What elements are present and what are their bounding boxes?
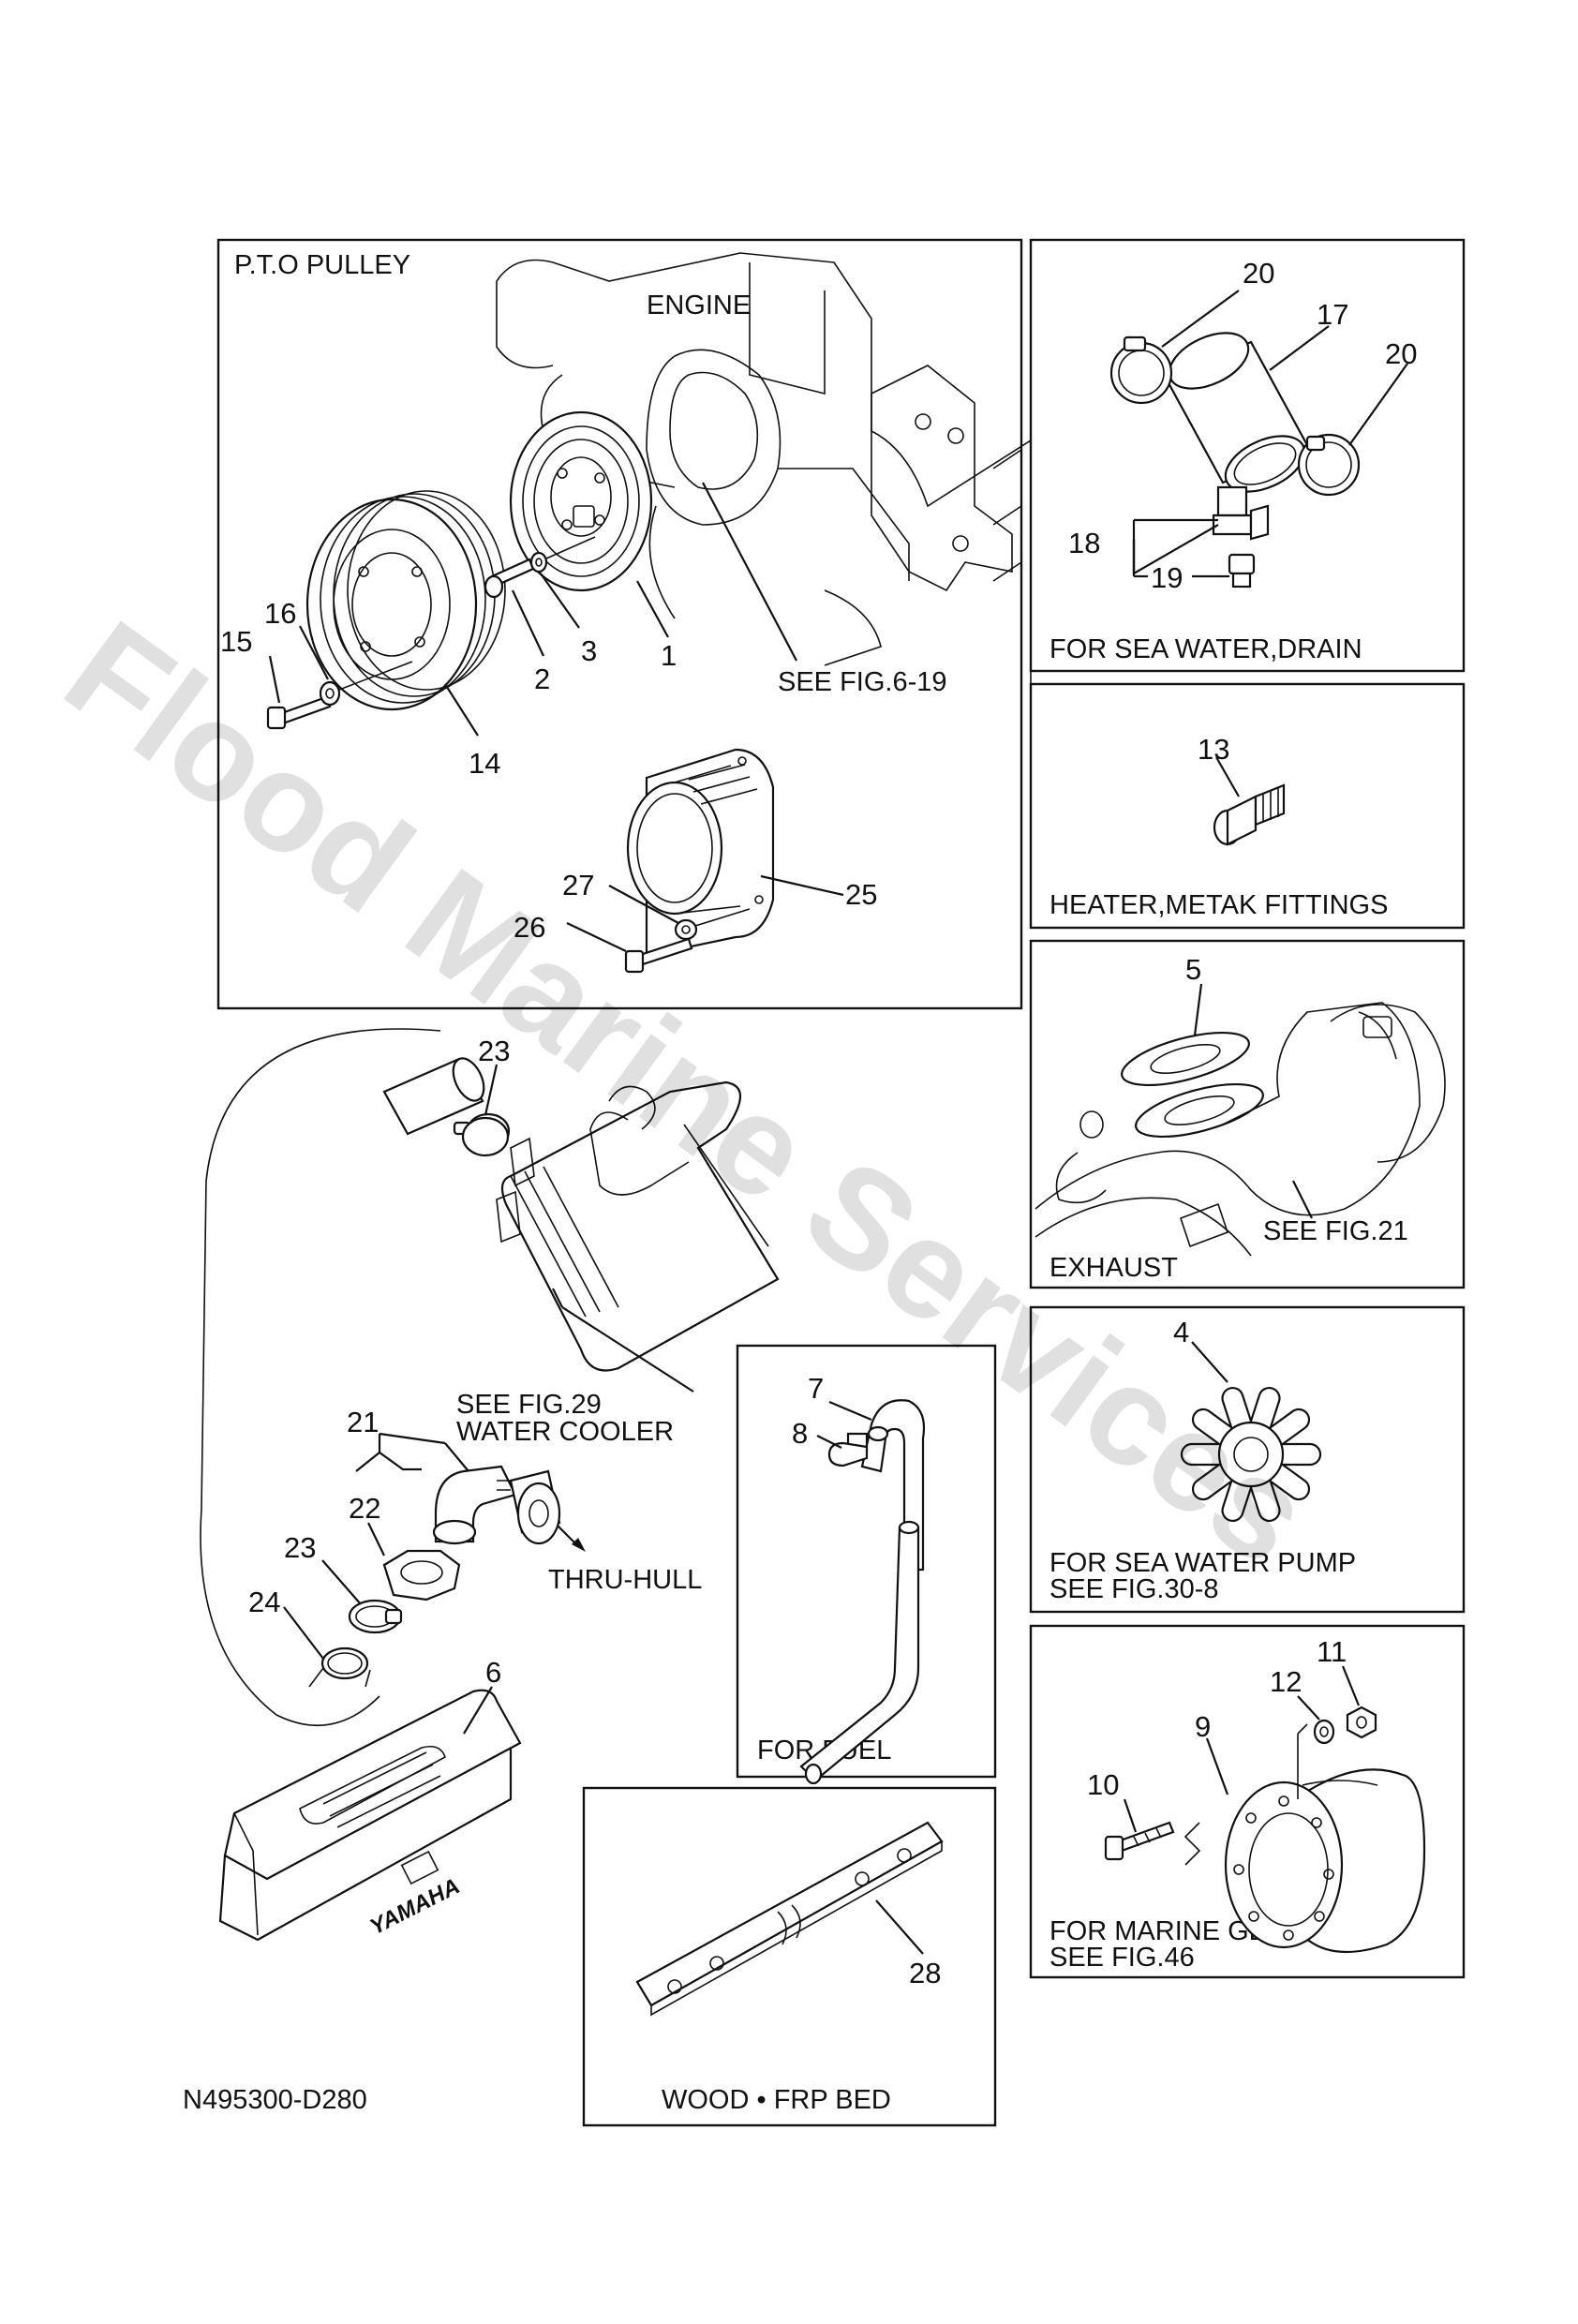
panel-pump-frame [1029,1305,1466,1614]
panel-gear-frame [1029,1624,1466,1979]
panel-sea-water-drain: FOR SEA WATER,DRAIN [1029,238,1466,673]
callout-19: 19 [1151,561,1183,594]
callout-28: 28 [909,1957,941,1989]
water-cooler-area: SEE FIG.29 WATER COOLER THRU-HULL [200,1028,780,1726]
callout-2: 2 [534,663,550,695]
panel-heater-fittings: HEATER,METAK FITTINGS 13 [1029,682,1466,930]
toolbox-brand: YAMAHA [365,1873,464,1940]
drain-leaders [1132,290,1408,578]
impeller-bore [1233,1437,1269,1472]
panel-exhaust: EXHAUST SEE FIG.21 5 [1029,939,1466,1289]
cooler-ref-line1: SEE FIG.29 [456,1390,602,1420]
panel-heater-frame [1029,682,1466,930]
bed-bracket-drawing [635,1821,944,2017]
bed-caption: WOOD • FRP BED [662,2085,891,2115]
callout-12: 12 [1270,1665,1302,1698]
callout-4: 4 [1173,1316,1189,1348]
cooler-ref-line2: WATER COOLER [456,1417,674,1447]
panel-exhaust-frame [1029,939,1466,1289]
panel-fuel-frame [736,1344,997,1779]
callout-24: 24 [248,1586,280,1618]
callout-27: 27 [562,869,594,901]
drain-hose-drawing [1109,332,1361,588]
crank-pulley-drawing [509,410,653,592]
exhaust-caption: EXHAUST [1050,1253,1178,1283]
heater-fitting-drawing [1213,756,1286,846]
callout-23-top: 23 [478,1035,510,1067]
impeller-drawing [1180,1386,1322,1523]
toolbox: YAMAHA 6 [218,1656,522,1942]
panel-drain-frame [1029,238,1466,673]
bolt-15-washer-16-drawing [266,661,413,730]
engine-block-drawing [496,252,1032,750]
callout-23-bottom: 23 [284,1531,316,1564]
callout-21: 21 [347,1406,379,1438]
callout-26: 26 [514,911,545,944]
pump-caption-line1: FOR SEA WATER PUMP [1050,1548,1356,1578]
heater-caption: HEATER,METAK FITTINGS [1050,890,1388,920]
impeller-hub [1217,1421,1285,1488]
callout-16: 16 [264,597,296,630]
gear-caption-line2: SEE FIG.46 [1050,1943,1195,1973]
cooler-leaders [283,1064,694,1660]
pto-ref-label: SEE FIG.6-19 [778,667,947,697]
callout-7: 7 [808,1372,824,1405]
drawing-code: N495300-D280 [183,2085,367,2115]
pto-pulley-drawing [305,490,506,711]
callout-11: 11 [1317,1635,1347,1668]
panel-bed-frame [582,1786,997,2127]
callout-20-left: 20 [1243,257,1274,290]
panel-pto-pulley-frame [216,238,1023,1010]
callout-1: 1 [661,639,677,672]
panel-pto-pulley: P.T.O PULLEY ENGINE SEE FIG.6-19 [216,238,1032,1010]
gear-flange-drawing [1104,1706,1426,1954]
fuel-hose-drawing [799,1399,926,1785]
callout-25: 25 [845,878,877,911]
callout-5: 5 [1185,953,1201,986]
exhaust-elbow-drawing [1035,983,1446,1257]
callout-9: 9 [1195,1710,1211,1743]
thru-hull-label: THRU-HULL [548,1565,702,1595]
pump-caption-line2: SEE FIG.30-8 [1050,1574,1219,1604]
callout-10: 10 [1087,1768,1119,1801]
callout-18: 18 [1068,527,1100,559]
drain-caption: FOR SEA WATER,DRAIN [1050,634,1362,664]
engine-label: ENGINE [647,290,751,320]
panel-for-fuel: FOR FUEL 7 8 [736,1344,997,1785]
pulley-25-drawing [626,748,775,958]
callout-22: 22 [349,1492,380,1525]
callout-15: 15 [220,625,252,658]
exhaust-ref: SEE FIG.21 [1263,1216,1408,1246]
bolt-26-washer-27-drawing [624,908,751,974]
callout-17: 17 [1317,298,1348,331]
callout-13: 13 [1198,733,1229,766]
gear-leaders [1123,1665,1361,1833]
panel-wood-frp-bed: WOOD • FRP BED 28 [582,1786,997,2127]
panel-pto-title: P.T.O PULLEY [234,250,410,280]
cooler-drawing [200,1028,780,1726]
callout-14: 14 [469,747,500,780]
callout-3: 3 [581,634,597,667]
pto-leaders [268,482,844,952]
watermark: Flood Marine Services [38,590,1338,1595]
callout-20-right: 20 [1385,337,1417,370]
panel-sea-water-pump: FOR SEA WATER PUMP SEE FIG.30-8 4 [1029,1305,1466,1614]
panel-marine-gear: FOR MARINE GEAR SEE FIG.46 [1029,1624,1466,1979]
bolt-washer-drawing [484,536,596,599]
callout-8: 8 [792,1417,808,1450]
callout-6: 6 [485,1656,501,1689]
